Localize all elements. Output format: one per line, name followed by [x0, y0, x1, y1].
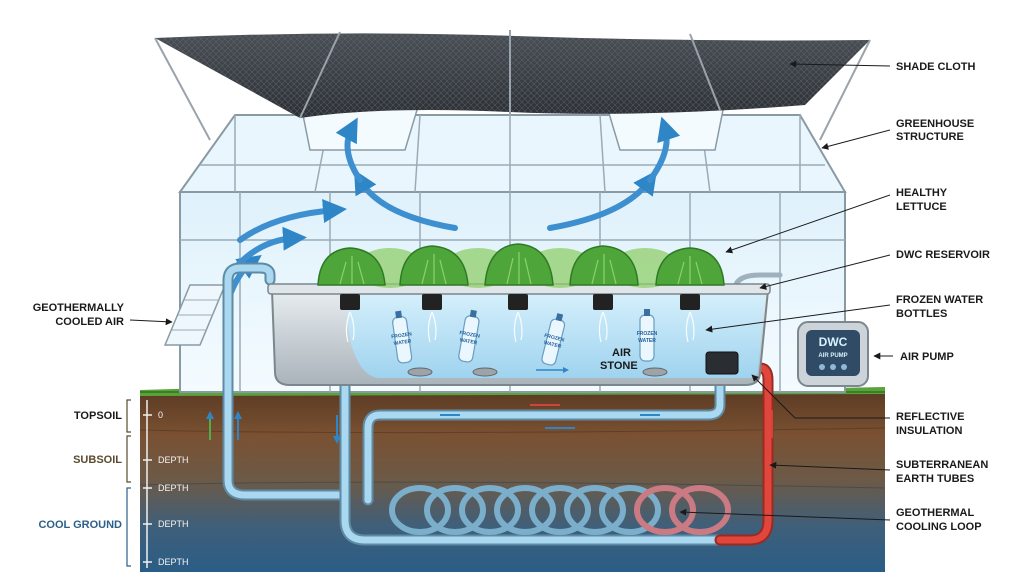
flow-arrows — [206, 404, 773, 444]
label-reflective-1: REFLECTIVE — [896, 411, 964, 423]
label-reservoir: DWC RESERVOIR — [896, 249, 990, 261]
label-bottles-2: BOTTLES — [896, 308, 947, 320]
geothermal-cooling-loop — [389, 485, 731, 535]
bottle-text-6: WATER — [543, 340, 562, 350]
bottle-text-3: FROZEN — [459, 330, 481, 340]
bottle-text-1: FROZEN — [391, 331, 413, 340]
label-lettuce-1: HEALTHY — [896, 187, 948, 199]
depth-tick-0: 0 — [158, 410, 163, 420]
label-greenhouse-2: STRUCTURE — [896, 131, 964, 143]
label-loop-1: GEOTHERMAL — [896, 507, 975, 519]
earth-tubes — [222, 262, 783, 546]
callout-labels: SHADE CLOTH GREENHOUSE STRUCTURE HEALTHY… — [33, 61, 990, 533]
label-loop-2: COOLING LOOP — [896, 521, 982, 533]
depth-tick-1: DEPTH — [158, 455, 189, 465]
depth-tick-3: DEPTH — [158, 519, 189, 529]
bottle-text-7: FROZEN — [637, 331, 658, 337]
air-pump-device: DWC AIR PUMP — [797, 321, 869, 387]
subsoil-label: SUBSOIL — [73, 454, 122, 466]
label-tubes-1: SUBTERRANEAN — [896, 459, 988, 471]
air-stone-label-1: AIR — [612, 347, 631, 359]
label-lettuce-2: LETTUCE — [896, 201, 947, 213]
label-tubes-2: EARTH TUBES — [896, 473, 974, 485]
air-stone-label-2: STONE — [600, 360, 638, 372]
shade-cloth — [154, 30, 871, 141]
bottle-text-2: WATER — [393, 339, 412, 347]
label-shade-cloth: SHADE CLOTH — [896, 61, 976, 73]
dwc-reservoir: FROZEN WATER FROZEN WATER FROZEN WATER F… — [267, 283, 771, 386]
pump-text-1: DWC — [819, 335, 848, 349]
label-bottles-1: FROZEN WATER — [896, 294, 983, 306]
pump-text-2: AIR PUMP — [818, 353, 847, 359]
net-pots — [340, 294, 700, 310]
bottle-text-5: FROZEN — [543, 333, 565, 344]
label-cooled-air-1: GEOTHERMALLY — [33, 302, 125, 314]
callout-leaders — [129, 60, 893, 521]
topsoil-label: TOPSOIL — [74, 410, 122, 422]
bottle-text-4: WATER — [459, 337, 478, 346]
cool-ground-label: COOL GROUND — [38, 519, 122, 531]
frozen-water-bottles: FROZEN WATER FROZEN WATER FROZEN WATER F… — [391, 309, 658, 366]
depth-tick-2: DEPTH — [158, 483, 189, 493]
lettuce-plants — [317, 243, 725, 288]
bottle-text-8: WATER — [638, 338, 656, 344]
label-greenhouse-1: GREENHOUSE — [896, 118, 974, 130]
depth-scale: 0 DEPTH DEPTH DEPTH DEPTH — [126, 399, 189, 568]
label-cooled-air-2: COOLED AIR — [55, 316, 124, 328]
water-pump — [705, 351, 739, 375]
depth-tick-4: DEPTH — [158, 557, 189, 567]
air-stones — [407, 367, 668, 377]
label-air-pump: AIR PUMP — [900, 351, 954, 363]
label-reflective-2: INSULATION — [896, 425, 962, 437]
